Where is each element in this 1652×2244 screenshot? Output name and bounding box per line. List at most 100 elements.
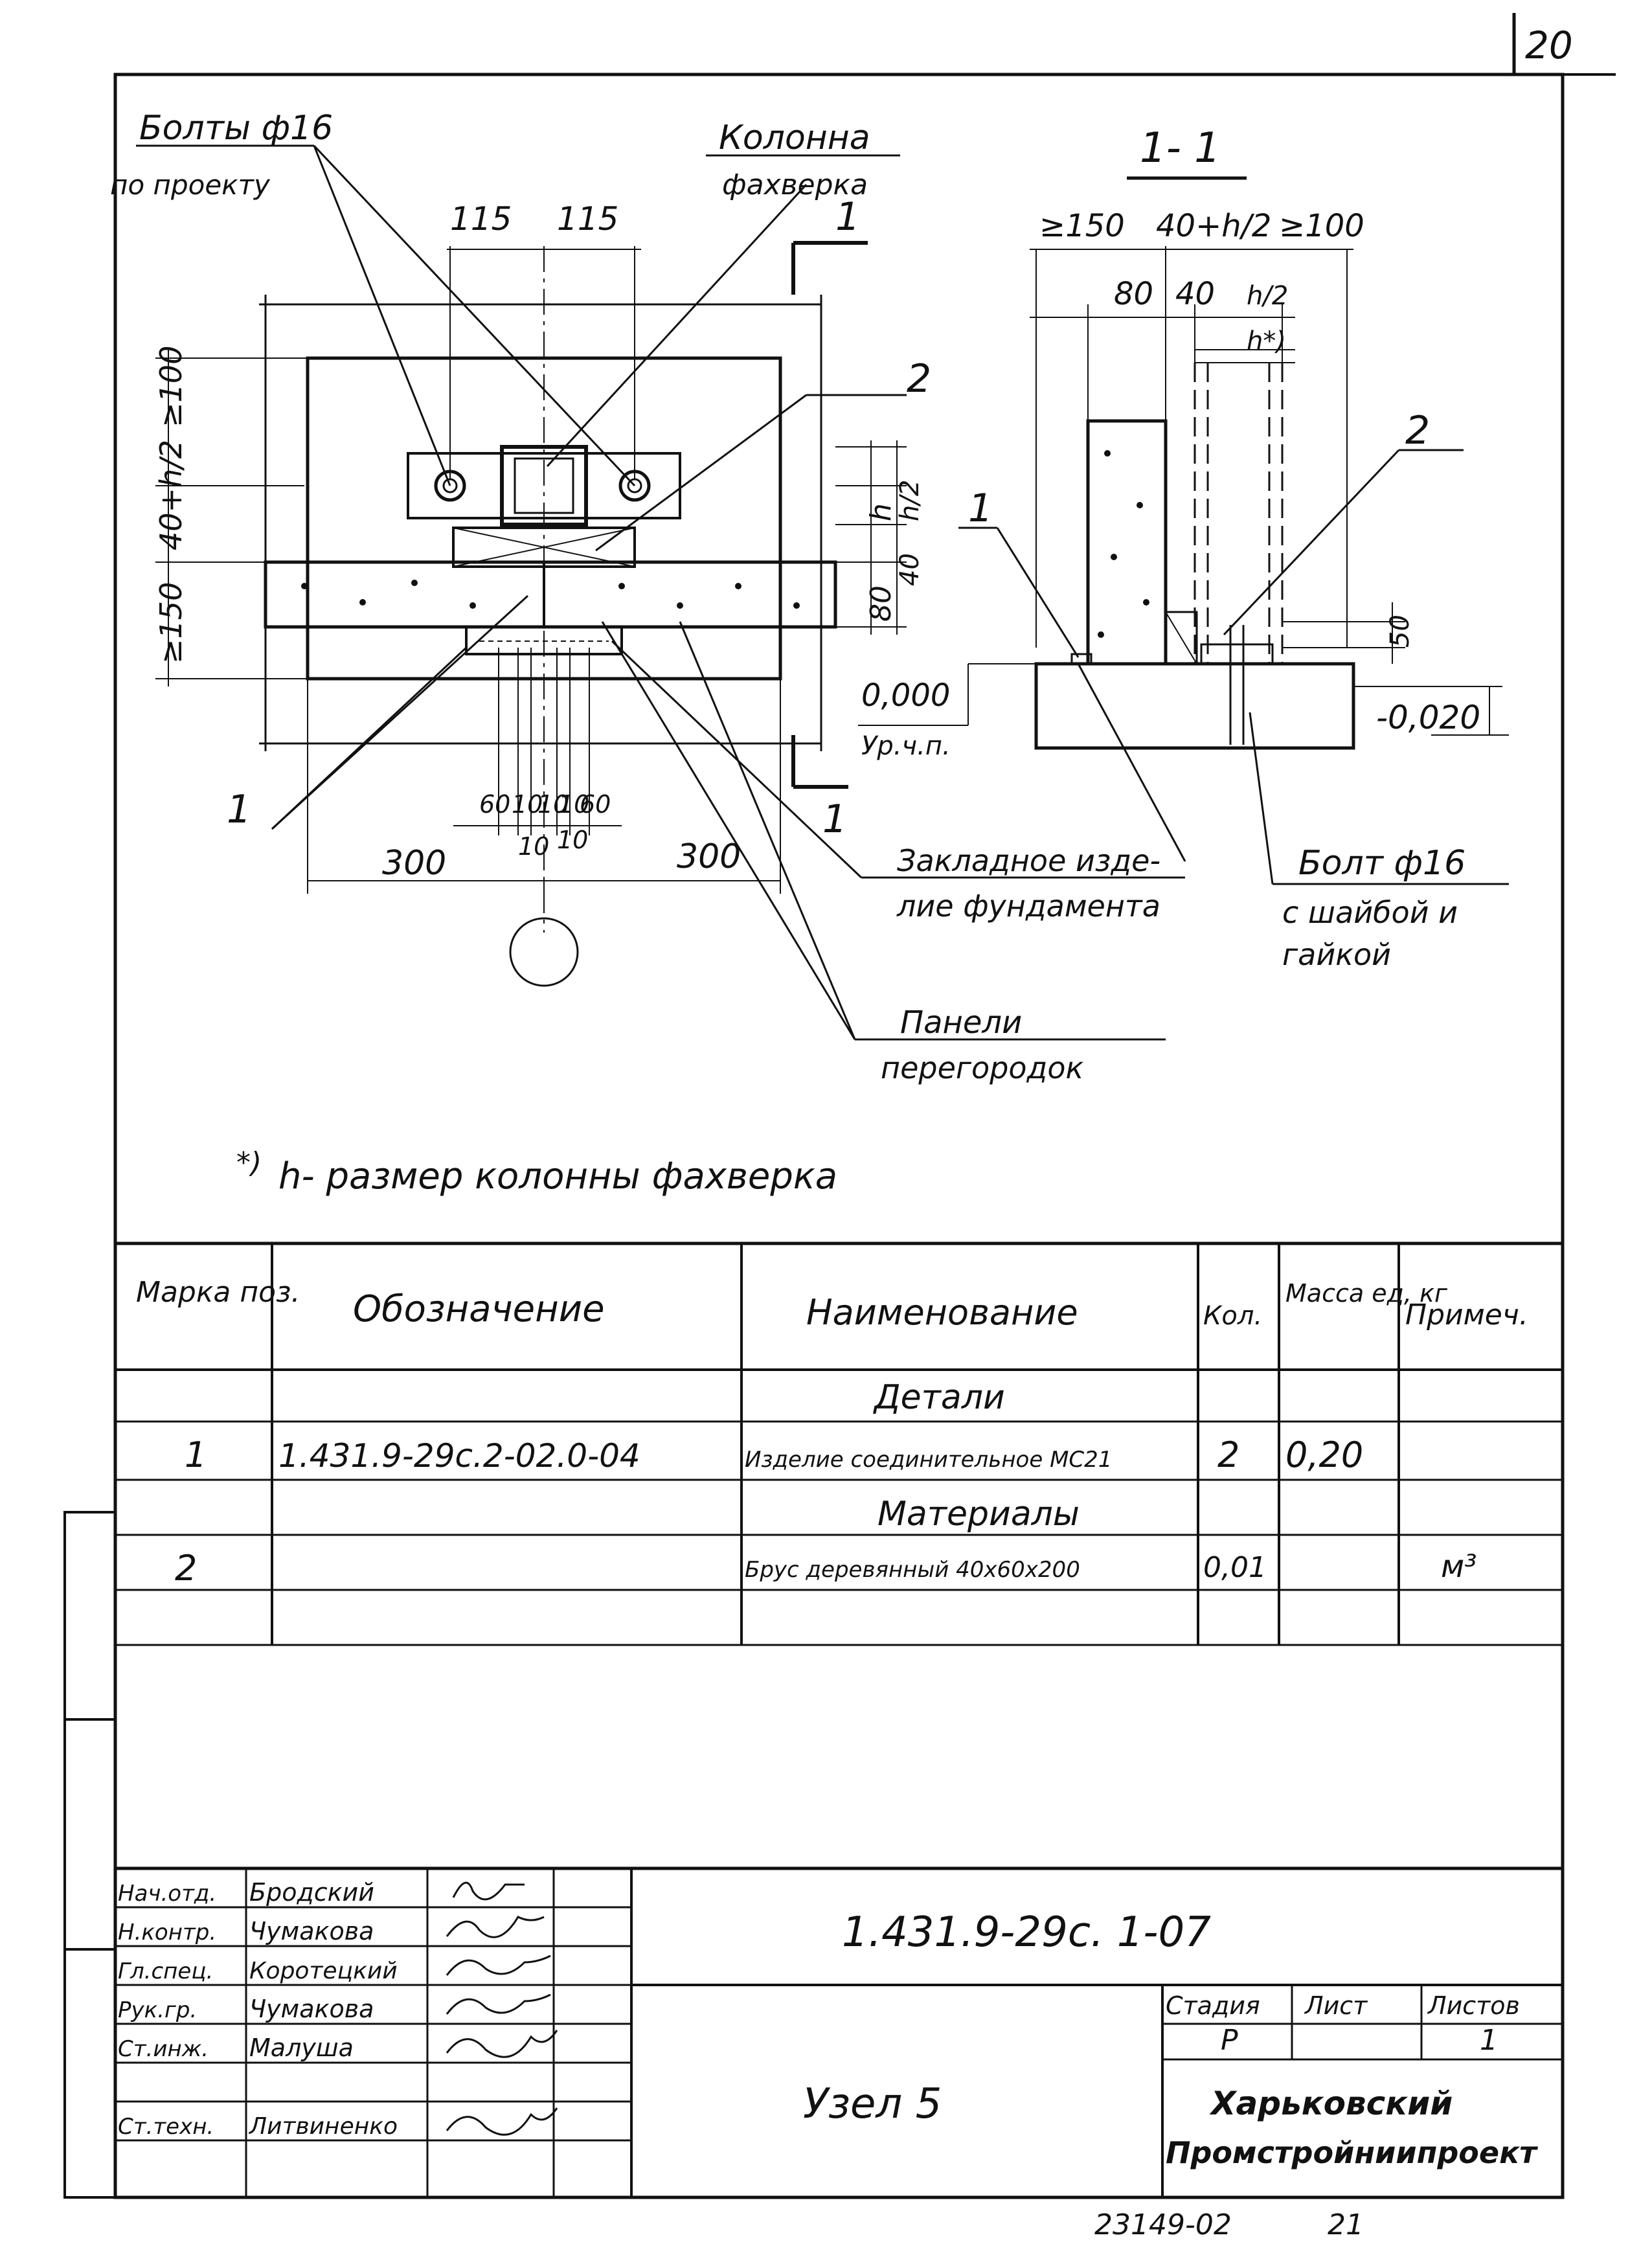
dim-10a: 10 xyxy=(512,790,543,819)
level-zero-sub: Ур.ч.п. xyxy=(861,731,951,761)
bolt-label-3: гайкой xyxy=(1282,937,1391,972)
sec-dim-80: 80 xyxy=(1114,276,1153,312)
footnote-text: h- размер колонны фахверка xyxy=(278,1155,837,1197)
drawing-title: Узел 5 xyxy=(803,2080,942,2128)
name-6: Литвиненко xyxy=(248,2113,398,2140)
sec-dim-hstar: h*) xyxy=(1247,326,1286,356)
section-callout-2: 2 xyxy=(1405,408,1430,453)
role-4: Рук.гр. xyxy=(118,1997,197,2023)
column-title: Колонна xyxy=(719,119,870,157)
sec-dim-50: 50 xyxy=(1385,615,1415,648)
row-1-name: Изделие соединительное МС21 xyxy=(745,1447,1112,1473)
name-3: Коротецкий xyxy=(249,1958,398,1984)
signatures xyxy=(446,1881,558,2136)
sec-dim-40: 40 xyxy=(1175,276,1215,312)
stage-label: Стадия xyxy=(1166,1991,1260,2020)
level-zero: 0,000 xyxy=(861,677,950,714)
plan-callout-2: 2 xyxy=(907,356,931,402)
name-1: Бродский xyxy=(249,1878,374,1907)
dim-h: h xyxy=(865,503,898,521)
title-block xyxy=(115,1866,1563,2197)
header-qty: Кол. xyxy=(1203,1301,1262,1331)
org-line-1: Харьковский xyxy=(1209,2085,1453,2122)
drawing-labels: Болты ф16 по проекту Колонна фахверка 1-… xyxy=(110,109,1480,1197)
header-name: Наименование xyxy=(806,1292,1078,1333)
row-1-mass: 0,20 xyxy=(1285,1434,1363,1475)
header-designation: Обозначение xyxy=(353,1288,605,1330)
dim-40h2: 40+h/2 xyxy=(153,440,188,550)
level-minus: -0,020 xyxy=(1376,699,1480,736)
bolt-label-1: Болт ф16 xyxy=(1298,844,1465,883)
section-title: 1- 1 xyxy=(1140,124,1221,172)
frame xyxy=(63,13,1616,2199)
sec-dim-100: ≥100 xyxy=(1279,208,1364,244)
sec-dim-h2: h/2 xyxy=(1247,281,1288,311)
sheets-label: Листов xyxy=(1427,1991,1520,2020)
document-code: 1.431.9-29с. 1-07 xyxy=(842,1909,1211,1956)
bolts-sub: по проекту xyxy=(110,169,271,201)
name-5: Малуша xyxy=(249,2034,354,2062)
row-1-mark: 1 xyxy=(185,1434,207,1475)
bolt-label-2: с шайбой и xyxy=(1282,895,1458,930)
dim-10e: 10 xyxy=(557,826,588,854)
dim-300a: 300 xyxy=(382,844,446,883)
header-mass: Масса ед, кг xyxy=(1285,1279,1448,1308)
dim-10c: 10 xyxy=(558,790,589,819)
row-2-note: м³ xyxy=(1441,1548,1477,1585)
stage-value: Р xyxy=(1221,2024,1238,2057)
dim-10b: 10 xyxy=(537,790,569,819)
dim-60a: 60 xyxy=(479,790,510,819)
spec-table-text: Марка поз. Обозначение Наименование Кол.… xyxy=(136,1276,1528,1589)
section-details: Детали xyxy=(873,1378,1005,1417)
footnote-star: *) xyxy=(236,1146,262,1179)
role-1: Нач.отд. xyxy=(118,1881,216,1907)
page-number: 20 xyxy=(1525,23,1573,67)
dim-80: 80 xyxy=(865,585,898,622)
section-view xyxy=(858,176,1509,885)
row-1-designation: 1.431.9-29с.2-02.0-04 xyxy=(278,1437,640,1475)
bottom-code-2: 21 xyxy=(1328,2208,1364,2241)
row-2-name: Брус деревянный 40x60x200 xyxy=(745,1557,1080,1583)
dim-100: ≥100 xyxy=(153,346,188,427)
section-callout-1: 1 xyxy=(968,486,993,531)
role-6: Ст.техн. xyxy=(118,2114,214,2140)
sheet-label: Лист xyxy=(1304,1991,1368,2020)
embedded-part-2: лие фундамента xyxy=(896,889,1160,924)
spec-table xyxy=(115,1241,1563,1646)
dim-115a: 115 xyxy=(450,200,512,238)
plan-callout-1: 1 xyxy=(227,787,251,832)
dim-h2: h/2 xyxy=(895,480,925,521)
sheets-value: 1 xyxy=(1480,2024,1498,2057)
panels-label-2: перегородок xyxy=(881,1050,1083,1085)
dim-115b: 115 xyxy=(557,200,618,238)
panels-label-1: Панели xyxy=(900,1004,1022,1041)
name-2: Чумакова xyxy=(249,1917,374,1945)
header-note: Примеч. xyxy=(1405,1298,1528,1332)
header-mark: Марка поз. xyxy=(136,1276,300,1309)
column-sub: фахверка xyxy=(722,168,868,201)
role-5: Ст.инж. xyxy=(118,2036,209,2062)
org-line-2: Промстройниипроект xyxy=(1166,2135,1538,2170)
role-2: Н.контр. xyxy=(118,1920,216,1945)
dim-40: 40 xyxy=(895,553,925,586)
row-2-qty: 0,01 xyxy=(1203,1551,1267,1584)
section-mark-bottom: 1 xyxy=(822,797,847,842)
dim-300b: 300 xyxy=(677,837,741,876)
dim-10d: 10 xyxy=(518,832,549,861)
row-2-mark: 2 xyxy=(175,1548,197,1589)
role-3: Гл.спец. xyxy=(118,1958,213,1984)
sec-dim-150: ≥150 xyxy=(1039,208,1125,244)
title-block-text: Нач.отд. Бродский Н.контр. Чумакова Гл.с… xyxy=(118,1878,1538,2170)
dim-150: ≥150 xyxy=(153,582,188,664)
plan-view xyxy=(136,144,1185,1041)
bolts-title: Болты ф16 xyxy=(139,109,333,148)
dim-60b: 60 xyxy=(580,790,611,819)
name-4: Чумакова xyxy=(249,1995,374,2023)
section-materials: Материалы xyxy=(877,1495,1080,1534)
section-mark-top: 1 xyxy=(835,194,860,240)
embedded-part-1: Закладное изде- xyxy=(897,843,1160,878)
sec-dim-40h2: 40+h/2 xyxy=(1156,208,1271,244)
concrete-hatch xyxy=(301,450,1149,638)
